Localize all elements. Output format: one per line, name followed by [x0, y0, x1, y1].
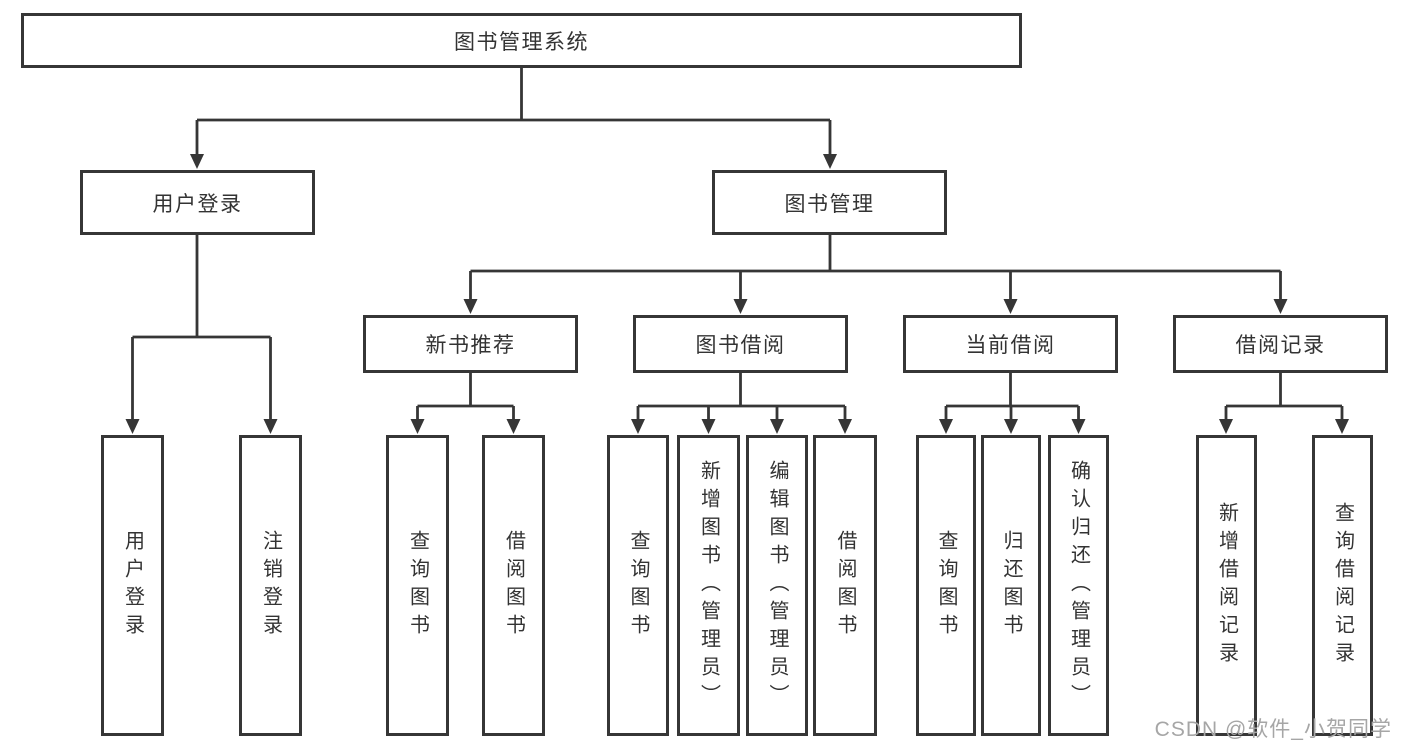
- node-leaf-records-query: 查询借阅记录: [1312, 435, 1373, 736]
- node-leaf-logout-label: 注销登录: [259, 529, 282, 642]
- arrow-down-icon: [838, 419, 852, 434]
- node-book-borrow: 图书借阅: [633, 315, 848, 373]
- arrow-down-icon: [1219, 419, 1233, 434]
- node-leaf-current-query: 查询图书: [916, 435, 976, 736]
- csdn-watermark: CSDN @软件_小贺同学: [1154, 718, 1392, 741]
- node-leaf-current-query-label: 查询图书: [935, 529, 957, 642]
- node-user-login-label: 用户登录: [152, 192, 243, 216]
- node-current-borrow-label: 当前借阅: [965, 334, 1056, 357]
- node-user-login: 用户登录: [80, 170, 315, 235]
- node-book-borrow-label: 图书借阅: [695, 334, 786, 357]
- arrow-down-icon: [463, 299, 478, 314]
- arrow-down-icon: [701, 419, 716, 434]
- arrow-down-icon: [823, 154, 837, 169]
- arrow-down-icon: [1071, 419, 1086, 434]
- node-leaf-bookborrow-edit-admin: 编辑图书（管理员）: [746, 435, 808, 736]
- node-current-borrow: 当前借阅: [903, 315, 1118, 373]
- arrow-down-icon: [190, 154, 204, 169]
- node-leaf-records-query-label: 查询借阅记录: [1331, 501, 1354, 670]
- node-leaf-current-confirm-admin: 确认归还（管理员）: [1048, 435, 1109, 736]
- arrow-down-icon: [125, 419, 140, 434]
- node-root-label: 图书管理系统: [454, 30, 589, 54]
- arrow-down-icon: [770, 419, 784, 434]
- arrow-down-icon: [263, 419, 278, 434]
- node-leaf-bookborrow-add-admin-label: 新增图书（管理员）: [697, 459, 720, 712]
- arrow-down-icon: [1003, 299, 1018, 314]
- arrow-down-icon: [1335, 419, 1349, 434]
- arrowheads: [125, 154, 1349, 434]
- node-leaf-user-login-label: 用户登录: [121, 529, 144, 642]
- node-leaf-records-add: 新增借阅记录: [1196, 435, 1257, 736]
- connector-paths: [131, 68, 1344, 422]
- arrow-down-icon: [410, 419, 425, 434]
- arrow-down-icon: [1004, 419, 1018, 434]
- node-leaf-current-return: 归还图书: [981, 435, 1041, 736]
- node-leaf-bookborrow-borrow-label: 借阅图书: [834, 529, 856, 642]
- node-leaf-bookborrow-query: 查询图书: [607, 435, 669, 736]
- node-leaf-current-return-label: 归还图书: [1000, 529, 1022, 642]
- node-borrow-records-label: 借阅记录: [1235, 334, 1326, 357]
- arrow-down-icon: [506, 419, 521, 434]
- node-leaf-bookborrow-edit-admin-label: 编辑图书（管理员）: [766, 459, 788, 712]
- node-new-book-recommend: 新书推荐: [363, 315, 578, 373]
- arrow-down-icon: [939, 419, 953, 434]
- arrow-down-icon: [1273, 299, 1288, 314]
- node-leaf-newbooks-query: 查询图书: [386, 435, 449, 736]
- arrow-down-icon: [631, 419, 645, 434]
- node-leaf-bookborrow-borrow: 借阅图书: [813, 435, 877, 736]
- node-leaf-bookborrow-query-label: 查询图书: [627, 529, 649, 642]
- node-root: 图书管理系统: [21, 13, 1022, 68]
- node-borrow-records: 借阅记录: [1173, 315, 1388, 373]
- node-leaf-user-login: 用户登录: [101, 435, 164, 736]
- node-leaf-logout: 注销登录: [239, 435, 302, 736]
- node-leaf-current-confirm-admin-label: 确认归还（管理员）: [1067, 459, 1090, 712]
- node-leaf-newbooks-borrow: 借阅图书: [482, 435, 545, 736]
- arrow-down-icon: [733, 299, 748, 314]
- node-leaf-newbooks-borrow-label: 借阅图书: [502, 529, 525, 642]
- node-book-management: 图书管理: [712, 170, 947, 235]
- node-new-book-recommend-label: 新书推荐: [425, 334, 516, 357]
- node-leaf-bookborrow-add-admin: 新增图书（管理员）: [677, 435, 740, 736]
- node-leaf-records-add-label: 新增借阅记录: [1215, 501, 1238, 670]
- node-book-management-label: 图书管理: [784, 192, 875, 216]
- node-leaf-newbooks-query-label: 查询图书: [406, 529, 429, 642]
